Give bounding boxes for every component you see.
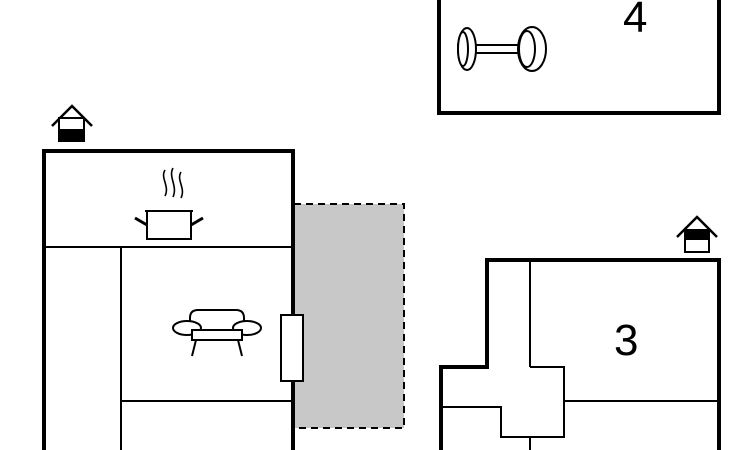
- house-entrance-icon: [676, 215, 718, 253]
- left-building-outer-wall: [42, 149, 295, 450]
- hallway-walls: [530, 366, 719, 402]
- terrace-area: [293, 203, 405, 429]
- right-building-outer-wall: [439, 258, 721, 450]
- right-building: 3: [439, 258, 721, 450]
- room-number-4: 4: [623, 0, 647, 42]
- bedroom-4: 4: [437, 0, 721, 115]
- bedroom-4-walls: [437, 0, 721, 115]
- terrace-door[interactable]: [280, 314, 304, 382]
- cooking-pot-icon: [134, 167, 204, 240]
- sofa-icon: [172, 309, 262, 357]
- room-number-3: 3: [614, 316, 638, 365]
- left-building: [42, 149, 304, 450]
- dumbbell-icon: [457, 26, 547, 72]
- house-entrance-icon: [51, 104, 93, 142]
- closet-walls: [441, 401, 565, 438]
